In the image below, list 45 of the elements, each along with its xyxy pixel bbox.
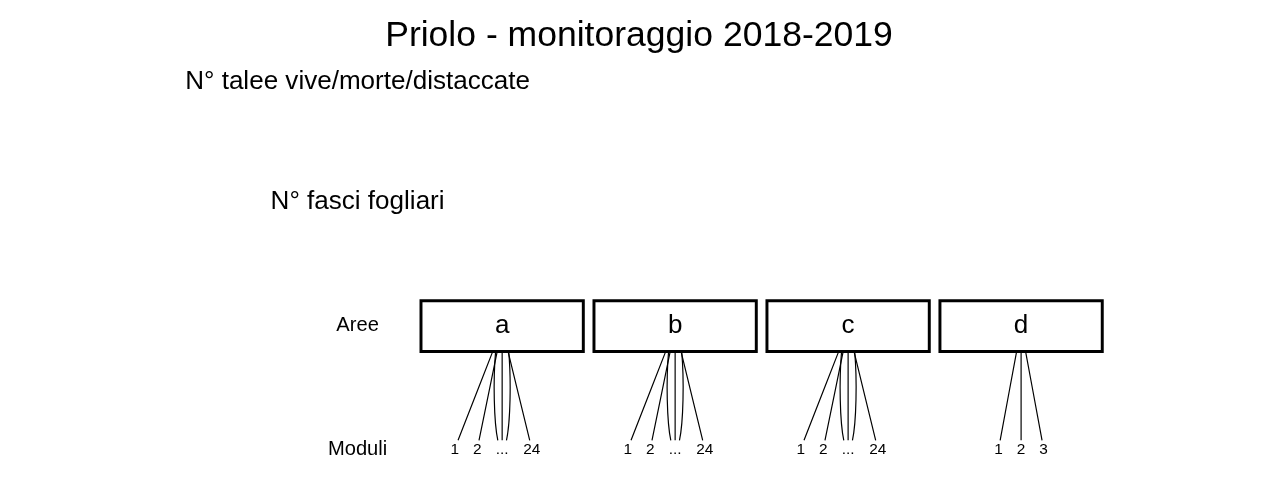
connector <box>999 351 1017 441</box>
node-text: 2 <box>818 439 828 457</box>
diagram-title: Priolo - monitoraggio 2018-2019 <box>384 13 893 54</box>
node-text: ... <box>668 439 682 457</box>
label: Aree <box>335 312 379 335</box>
connector <box>674 351 676 441</box>
node-text: 1 <box>993 439 1003 457</box>
label: Moduli <box>327 436 387 459</box>
node-text: 24 <box>695 439 713 457</box>
node-text: 1 <box>622 439 632 457</box>
node-text: 2 <box>472 439 482 457</box>
connector <box>680 351 703 441</box>
node-box: c <box>765 299 931 354</box>
connector <box>505 351 511 441</box>
connector <box>501 351 503 441</box>
node-text: 2 <box>1016 439 1025 457</box>
connector <box>802 351 839 441</box>
node-text: 1 <box>795 439 805 457</box>
connector <box>477 351 498 441</box>
connector <box>507 351 530 441</box>
connector <box>1024 351 1043 441</box>
connector <box>839 351 844 441</box>
node-text: 24 <box>522 439 540 457</box>
connector <box>853 351 876 441</box>
connector <box>847 351 849 441</box>
node-text: 24 <box>868 439 886 457</box>
connector <box>678 351 684 441</box>
connector <box>666 351 671 441</box>
connector <box>493 351 498 441</box>
node-text: ... <box>841 439 855 457</box>
node-box: a <box>419 299 585 354</box>
label: N° talee vive/morte/distaccate <box>184 65 530 96</box>
node-text: ... <box>495 439 509 457</box>
node-text: 1 <box>449 439 459 457</box>
connector <box>851 351 857 441</box>
connector <box>650 351 671 441</box>
connector <box>1020 351 1022 441</box>
connector <box>823 351 844 441</box>
connector <box>629 351 666 441</box>
connector <box>456 351 493 441</box>
label: N° fasci fogliari <box>270 184 445 215</box>
node-box: d <box>937 299 1104 354</box>
node-text: 3 <box>1038 439 1048 457</box>
node-box: b <box>592 299 758 354</box>
node-text: 2 <box>645 439 655 457</box>
